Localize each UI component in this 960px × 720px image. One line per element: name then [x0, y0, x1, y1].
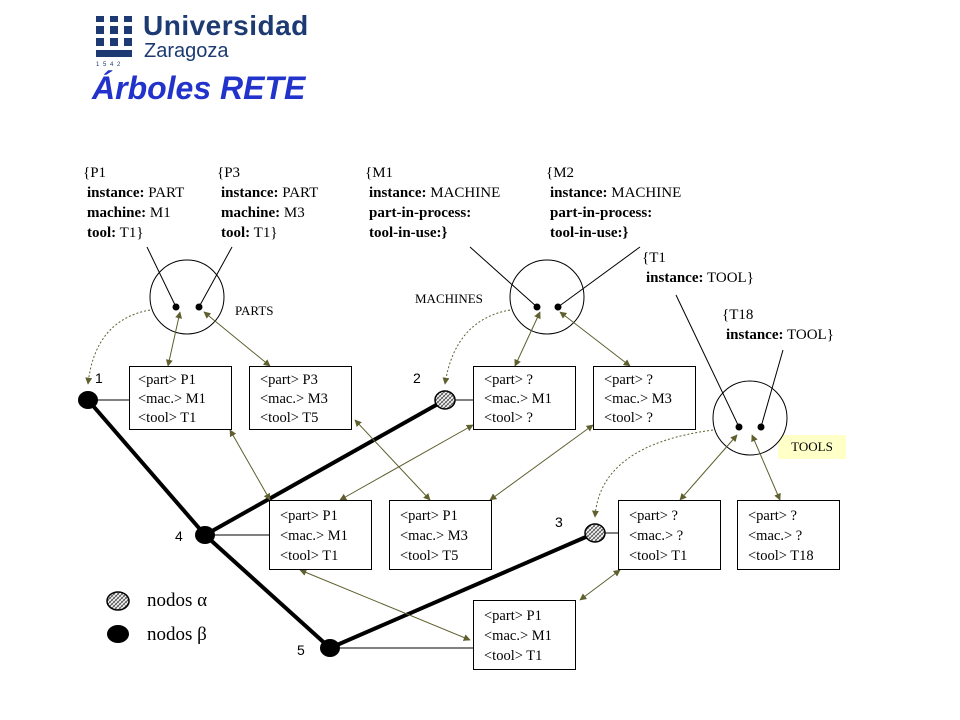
- token-arrow-1: [165, 311, 183, 367]
- alpha-node-3: [584, 523, 606, 543]
- pointer-p3: [198, 246, 233, 308]
- legend-alpha-label: nodos α: [147, 590, 208, 611]
- pointer-t18: [760, 349, 784, 428]
- fact-t18: {T18 instance: TOOL}: [722, 307, 834, 343]
- token-arrow-9: [679, 434, 738, 501]
- dotted-arrow-tools: [591, 429, 714, 518]
- token-box-4: <part> ?<mac.> M3<tool> ?: [593, 366, 696, 430]
- fact-m2: {M2 instance: MACHINE part-in-process: t…: [546, 165, 682, 241]
- pointer-m2: [557, 246, 641, 308]
- token-box-5: <part> P1<mac.> M1<tool> T1: [269, 500, 372, 570]
- token-arrow-7: [339, 424, 474, 501]
- logo-year: 1 5 4 2: [96, 62, 122, 68]
- tools-memory-circle: [712, 380, 788, 456]
- token-box-2: <part> P3<mac.> M3<tool> T5: [249, 366, 352, 430]
- token-box-8: <part> ?<mac.> ?<tool> T18: [737, 500, 840, 570]
- logo-city-word: Zaragoza: [144, 40, 229, 62]
- beta-node-5: [320, 639, 340, 657]
- node-number-3: 3: [555, 514, 563, 530]
- beta-link-1-4: [86, 398, 207, 537]
- pointer-t1: [675, 294, 740, 428]
- beta-node-4: [195, 526, 215, 544]
- fact-t1: {T1 instance: TOOL}: [642, 250, 754, 286]
- node-number-4: 4: [175, 528, 183, 544]
- token-arrow-3: [514, 311, 541, 367]
- dotted-arrow-machines: [442, 309, 511, 385]
- label-machines-memory: MACHINES: [415, 291, 483, 306]
- alpha-node-2: [434, 390, 456, 410]
- token-box-3: <part> ?<mac.> M1<tool> ?: [473, 366, 576, 430]
- token-box-1: <part> P1<mac.> M1<tool> T1: [129, 366, 232, 430]
- token-box-9: <part> P1<mac.> M1<tool> T1: [473, 600, 576, 670]
- logo-university-word: Universidad: [143, 10, 309, 41]
- token-arrow-5: [229, 429, 271, 501]
- legend-beta-symbol: [107, 625, 129, 643]
- node-number-2: 2: [413, 370, 421, 386]
- token-arrow-4: [559, 311, 631, 367]
- token-box-6: <part> P1<mac.> M3<tool> T5: [389, 500, 492, 570]
- page-title: Árboles RETE: [92, 70, 306, 106]
- legend-alpha-symbol: [106, 591, 130, 611]
- pointer-m1: [469, 246, 538, 308]
- token-box-7: <part> ?<mac.> ?<tool> T1: [618, 500, 721, 570]
- machines-memory-circle: [509, 259, 585, 335]
- fact-m1: {M1 instance: MACHINE part-in-process: t…: [365, 165, 501, 241]
- legend-beta-label: nodos β: [147, 624, 207, 645]
- node-number-1: 1: [95, 370, 103, 386]
- fact-p1: {P1 instance: PART machine: M1 tool: T1}: [83, 165, 185, 241]
- university-logo-emblem: [92, 14, 136, 60]
- token-arrow-11: [299, 569, 471, 641]
- token-arrow-6: [354, 419, 431, 501]
- token-arrow-12: [579, 569, 621, 601]
- token-arrow-10: [751, 434, 781, 501]
- beta-node-1: [78, 391, 98, 409]
- token-arrow-2: [203, 311, 271, 367]
- node-number-5: 5: [297, 642, 305, 658]
- fact-p3: {P3 instance: PART machine: M3 tool: T1}: [217, 165, 319, 241]
- token-arrow-8: [489, 424, 594, 501]
- label-tools-memory: TOOLS: [778, 435, 846, 459]
- pointer-p1: [146, 246, 177, 308]
- parts-memory-circle: [149, 259, 225, 335]
